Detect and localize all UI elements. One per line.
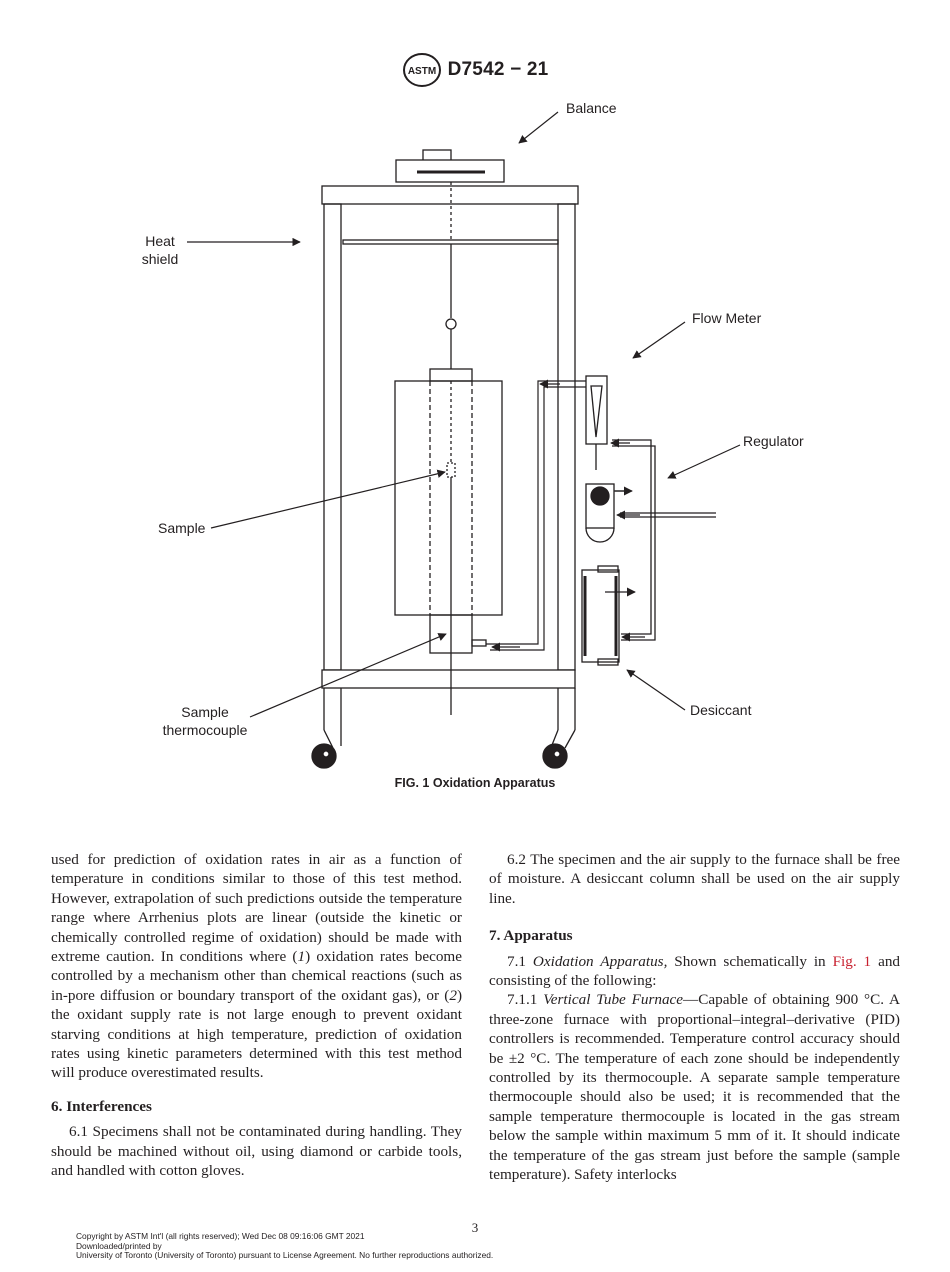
heat-shield [342,239,559,245]
paragraph-6-1: 6.1 Specimens shall not be contaminated … [51,1123,462,1180]
apparatus-diagram [187,111,741,769]
label-desiccant: Desiccant [690,702,752,718]
section-7-heading: 7. Apparatus [489,927,573,945]
right-leg [557,203,576,671]
balance-unit [395,149,505,183]
para-7-1-1-number: 7.1.1 [507,991,538,1009]
label-balance: Balance [566,100,617,116]
figure-caption: FIG. 1 Oxidation Apparatus [394,776,556,790]
right-column: 6.2 The specimen and the air supply to t… [489,850,900,1185]
furnace-top-cap [429,368,473,382]
para1-part-a: used for prediction of oxidation rates i… [51,851,462,966]
top-frame [321,185,579,205]
furnace-body [394,380,503,616]
left-column: used for prediction of oxidation rates i… [51,850,462,1181]
para1-enum-1: 1 [297,948,306,966]
astm-logo-icon: ASTM [402,53,441,87]
label-sample: Sample [158,520,206,536]
para-7-1-text: Shown schematically in [667,952,833,970]
label-heat-shield: Heat shield [130,232,190,268]
paragraph-7-1: 7.1 Oxidation Apparatus, Shown schematic… [489,952,900,991]
para1-part-b: ) oxidation rates become controlled by a… [51,948,462,1004]
section-6-heading: 6. Interferences [51,1097,152,1115]
desiccant-column [581,569,620,663]
label-sample-thermocouple-line2: thermocouple [162,722,248,738]
bottom-frame [321,669,576,689]
label-sample-thermocouple-line1: Sample [181,704,229,720]
para-7-1-title: Oxidation Apparatus, [532,952,668,970]
para1-part-c: ) the oxidant supply rate is not large e… [51,986,462,1082]
label-heat-shield-line2: shield [141,251,179,267]
figure-oxidation-apparatus: Balance Heat shield Flow Meter Regulator… [130,100,804,790]
para-7-1-number: 7.1 [507,952,526,970]
logo-text: ASTM [407,66,435,77]
sample-specimen [446,462,456,478]
label-flow-meter: Flow Meter [692,310,762,326]
hook-ring [445,318,457,330]
page-number: 3 [471,1220,479,1235]
regulator-gauge-icon [590,486,610,506]
para-7-1-text2: and consisting of the following: [489,952,901,990]
page-header: ASTM D7542 − 21 [0,52,950,88]
label-regulator: Regulator [743,433,804,449]
fig-1-link[interactable]: Fig. 1 [832,952,872,970]
paragraph-6-2: 6.2 The specimen and the air supply to t… [489,851,900,907]
regulator-body [585,483,615,529]
gas-inlet [471,639,487,647]
footer-line-2: Downloaded/printed by [76,1240,162,1251]
label-sample-thermocouple: Sample thermocouple [155,703,255,739]
left-leg [323,203,342,671]
footer-line-1: Copyright by ASTM Int'l (all rights rese… [76,1231,365,1241]
paragraph-7-1-1: 7.1.1 Vertical Tube Furnace—Capable of o… [489,990,900,1184]
copyright-footer: Copyright by ASTM Int'l (all rights rese… [76,1231,494,1261]
para-7-1-1-text: —Capable of obtaining 900 °C. A three-zo… [489,991,900,1184]
para1-enum-2: 2 [449,986,457,1004]
para-7-1-1-title: Vertical Tube Furnace [543,991,684,1009]
footer-line-3: University of Toronto (University of Tor… [76,1250,494,1261]
paragraph-arrhenius: used for prediction of oxidation rates i… [51,850,462,1083]
label-heat-shield-line1: Heat [145,233,175,249]
standard-number: D7542 − 21 [447,59,549,80]
